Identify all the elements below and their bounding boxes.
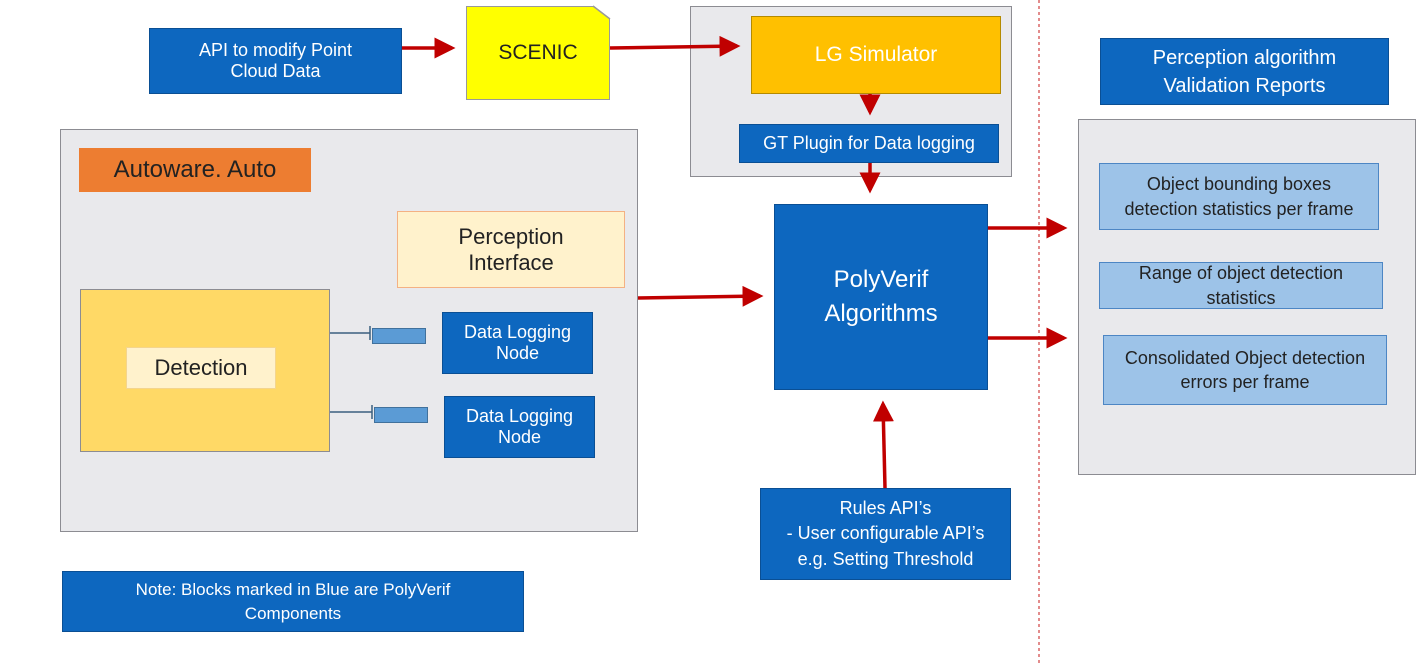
polyverif-algorithms-block[interactable]: PolyVerif Algorithms (774, 204, 988, 390)
api-modify-point-cloud[interactable]: API to modify Point Cloud Data (149, 28, 402, 94)
report-1-line2: detection statistics per frame (1124, 198, 1354, 219)
perception-interface-line2: Interface (468, 249, 554, 275)
lg-simulator-block[interactable]: LG Simulator (751, 16, 1001, 94)
gt-plugin-label: GT Plugin for Data logging (763, 133, 975, 153)
api-box-line2: Cloud Data (230, 61, 321, 81)
report-item-consolidated-errors[interactable]: Consolidated Object detection errors per… (1103, 335, 1387, 405)
gt-plugin-block[interactable]: GT Plugin for Data logging (739, 124, 999, 163)
api-box-line1: API to modify Point (198, 40, 353, 60)
arrow-rules-to-polyverif (872, 400, 894, 489)
data-logging-node-2[interactable]: Data Logging Node (444, 396, 595, 458)
autoware-label: Autoware. Auto (113, 156, 277, 183)
note-line2: Components (244, 603, 342, 623)
interface-port-2 (374, 407, 428, 423)
note-block: Note: Blocks marked in Blue are PolyVeri… (62, 571, 524, 632)
data-logging-2-line2: Node (497, 427, 542, 447)
perception-interface-block[interactable]: Perception Interface (397, 211, 625, 288)
polyverif-line1: PolyVerif (833, 266, 929, 294)
data-logging-1-line1: Data Logging (463, 322, 572, 342)
note-line1: Note: Blocks marked in Blue are PolyVeri… (135, 579, 451, 599)
reports-header-line1: Perception algorithm (1152, 46, 1337, 69)
detection-label: Detection (154, 355, 248, 380)
report-item-range-statistics[interactable]: Range of object detection statistics (1099, 262, 1383, 309)
report-2-line1: Range of object detection (1138, 263, 1344, 284)
scenic-label: SCENIC (498, 41, 578, 64)
detection-block[interactable]: Detection (126, 347, 276, 389)
perception-interface-line1: Perception (458, 223, 564, 249)
rules-api-line3: e.g. Setting Threshold (797, 548, 974, 569)
data-logging-node-1[interactable]: Data Logging Node (442, 312, 593, 374)
autoware-label-block: Autoware. Auto (79, 148, 311, 192)
data-logging-2-line1: Data Logging (465, 406, 574, 426)
reports-header-line2: Validation Reports (1163, 74, 1326, 97)
lg-simulator-label: LG Simulator (814, 43, 938, 66)
scenic-block[interactable]: SCENIC (466, 6, 610, 100)
report-3-line2: errors per frame (1180, 372, 1310, 392)
report-2-line2: statistics (1206, 287, 1276, 308)
report-3-line1: Consolidated Object detection (1124, 347, 1366, 368)
interface-port-1 (372, 328, 426, 344)
arrow-perception-to-polyverif (637, 285, 764, 307)
report-item-bounding-boxes[interactable]: Object bounding boxes detection statisti… (1099, 163, 1379, 230)
polyverif-line2: Algorithms (824, 300, 938, 327)
rules-api-line1: Rules API’s (839, 498, 932, 519)
arrow-scenic-to-lg (609, 35, 741, 57)
report-1-line1: Object bounding boxes (1146, 174, 1332, 195)
data-logging-1-line2: Node (495, 343, 540, 363)
rules-api-line2: - User configurable API’s (786, 523, 985, 544)
rules-api-block[interactable]: Rules API’s - User configurable API’s e.… (760, 488, 1011, 580)
reports-header-block: Perception algorithm Validation Reports (1100, 38, 1389, 105)
